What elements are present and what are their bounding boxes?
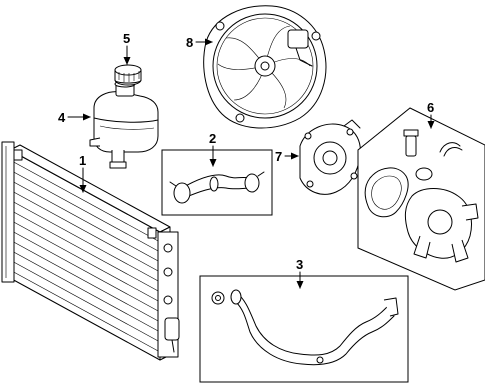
thermostat-kit-part[interactable] <box>364 129 479 263</box>
callout-2-label: 2 <box>209 131 216 146</box>
callout-leaders <box>67 38 435 289</box>
radiator-part[interactable] <box>1 141 180 361</box>
lower-hose-part[interactable] <box>211 289 399 366</box>
callout-3-label: 3 <box>296 257 303 272</box>
cap-part[interactable] <box>114 64 142 86</box>
reservoir-part[interactable] <box>89 80 159 169</box>
callout-4-label: 4 <box>58 110 66 125</box>
lower-hose-box <box>199 275 409 383</box>
hose-kit-part[interactable] <box>169 171 265 204</box>
water-pump-part[interactable] <box>299 119 361 195</box>
callout-1-label: 1 <box>79 153 86 168</box>
callout-5-label: 5 <box>123 31 130 46</box>
callout-8-label: 8 <box>186 35 193 50</box>
callout-7-label: 7 <box>275 149 282 164</box>
fan-part[interactable] <box>203 5 327 129</box>
callout-6-label: 6 <box>427 100 434 115</box>
